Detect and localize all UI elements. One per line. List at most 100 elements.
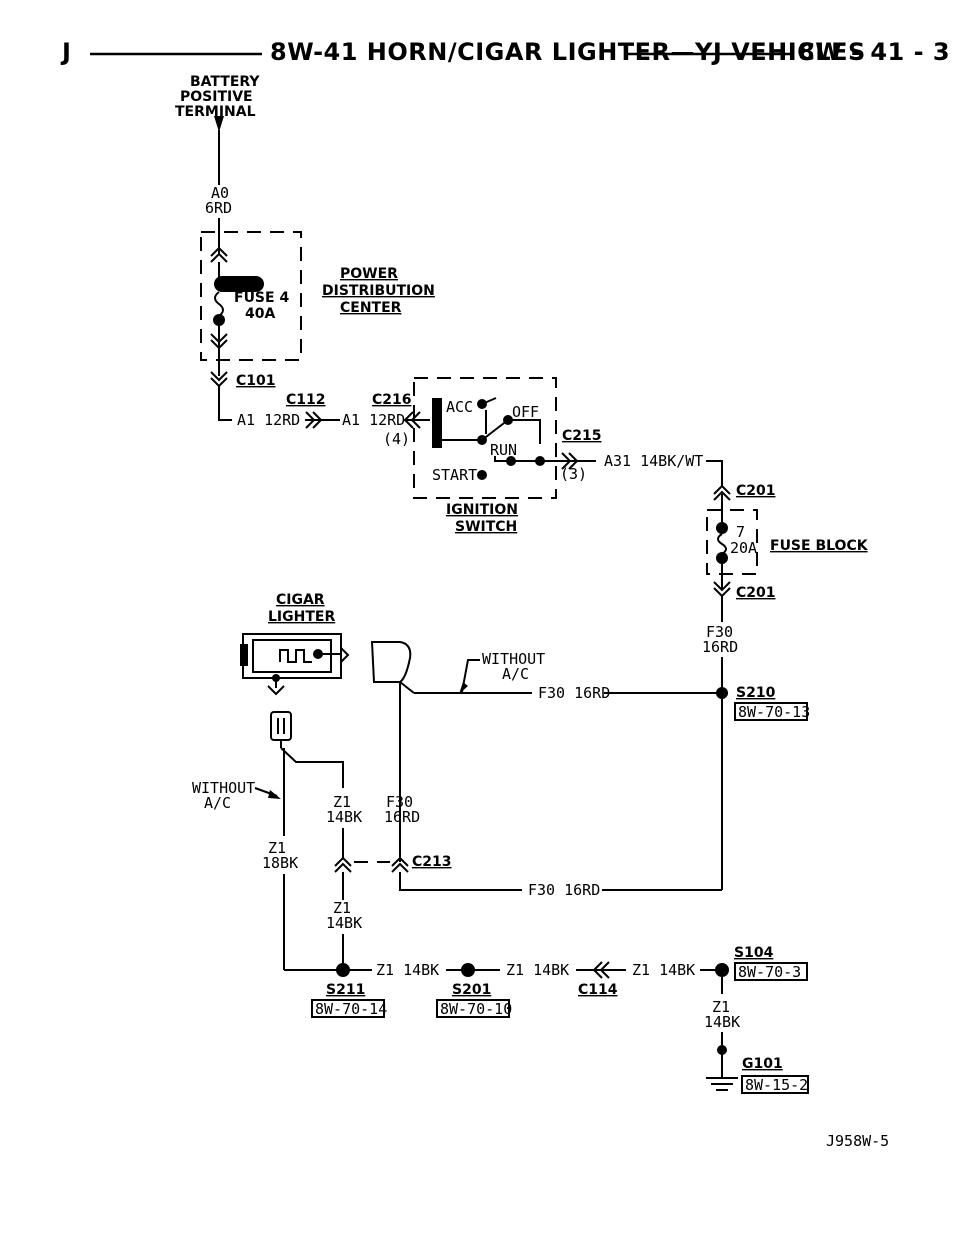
g101-reference: 8W-15-2 [745,1076,808,1094]
g101-terminal-icon [717,1045,727,1055]
wire-f30-bottom [399,872,522,891]
wire-f30-mid-label-2: 16RD [384,808,420,826]
c201-top-connector-icon [713,484,731,495]
c213-connector-icon [334,856,352,867]
c216-connector-icon [403,411,414,429]
s104-reference-box [734,962,808,981]
fuse7-terminal-icon [716,522,728,534]
fuse7-rating: 20A [730,539,757,557]
battery-label-3: TERMINAL [175,104,256,120]
wire-f30-mid-label-1: F30 [386,793,413,811]
fuse-body-icon [214,276,264,292]
c201-top-connector-icon [713,490,731,501]
wire-f30-top-label: F30 16RD [538,684,610,702]
c112-label: C112 [286,392,326,408]
connector-chevron-icon [210,246,228,257]
c112-connector-icon [312,411,323,429]
c213-connector-icon [391,856,409,867]
header-page-number: 8W - 41 - 3 [798,38,951,66]
c114-label: C114 [578,982,618,998]
fuse7-label: 7 [736,523,745,541]
wire-f30-bottom-label: F30 16RD [528,881,600,899]
wire-z1-14bk-b-label-1: Z1 [333,899,351,917]
without-ac-top-label-1: WITHOUT [482,650,545,668]
ignition-start-label: START [432,466,477,484]
cigar-lighter-element-icon [279,649,312,663]
ignition-run-terminal-icon [477,435,487,445]
header-rules [90,52,790,56]
c201-top-label: C201 [736,483,776,499]
figure-id: J958W-5 [826,1132,889,1150]
c201-bottom-label: C201 [736,585,776,601]
fuse4-rating: 40A [245,306,275,322]
c215-label: C215 [562,428,602,444]
without-ac-left-label-1: WITHOUT [192,779,255,797]
ignition-linkage [494,456,511,462]
ground-connector-icon [270,711,292,741]
wire-a0-label-2: 6RD [205,199,232,217]
cigar-lighter-body-icon [252,639,332,673]
ground-wire-label-1: Z1 [712,998,730,1016]
c215-connector-icon [568,452,579,470]
c215-connector-icon [561,452,572,470]
ground-bus-label-1: Z1 14BK [376,961,439,979]
cigar-connector-icon [340,647,350,663]
leader-arrow-icon [459,682,468,694]
s201-label: S201 [452,982,491,998]
c213-label: C213 [412,854,452,870]
cigar-ground-connector-icon [267,685,285,696]
s210-reference-box [734,702,808,721]
s201-reference-box [436,999,510,1018]
f30-branch-connector-icon [370,641,412,683]
ignition-switch-arm [481,419,509,441]
pdc-label-2: DISTRIBUTION [322,283,435,299]
wire-a31-label: A31 14BK/WT [604,452,703,470]
wire-z1-18bk-label-2: 18BK [262,854,298,872]
ignition-start-terminal-icon [477,470,487,480]
wire-f30-v-label-2: 16RD [702,638,738,656]
wire-a0-label-1: A0 [211,184,229,202]
fuse-element-icon [214,291,224,317]
ignition-wire [508,419,541,444]
wire-f30-v-label-1: F30 [706,623,733,641]
pdc-label-1: POWER [340,266,398,282]
c101-connector-icon [210,371,228,382]
wire-a1-right-label: A1 12RD [342,411,405,429]
fuse4-label: FUSE 4 [234,290,289,306]
without-ac-top-label-2: A/C [502,665,529,683]
leader-arrow-icon [268,790,281,799]
battery-label-1: BATTERY [190,74,260,90]
c213-connector-icon [334,862,352,873]
ignition-off-label: OFF [512,403,539,421]
ignition-contact-bar-icon [432,398,442,448]
c213-connector-icon [391,862,409,873]
ignition-acc-lever [481,397,497,405]
wire-z1-14bk-a-label-2: 14BK [326,808,362,826]
page-header: J 8W-41 HORN/CIGAR LIGHTER—YJ VEHICLES 8… [0,38,960,78]
ignition-run-label: RUN [490,441,517,459]
pin4-label: (4) [383,430,410,448]
without-ac-top-leader [461,659,480,693]
cigar-ground-terminal-icon [272,674,280,682]
c114-connector-icon [592,961,603,979]
s211-reference-box [311,999,385,1018]
connector-chevron-icon [210,252,228,263]
s211-label: S211 [326,982,365,998]
s104-splice-icon [715,963,729,977]
s210-label: S210 [736,685,776,701]
fuse-block-dashed-box [706,509,758,575]
pdc-dashed-box [200,231,302,361]
c201-bottom-connector-icon [713,581,731,592]
cigar-label-2: LIGHTER [268,609,335,625]
c112-connector-icon [305,411,316,429]
cigar-label-1: CIGAR [276,592,325,608]
wire-a1-left-label: A1 12RD [237,411,300,429]
s104-reference: 8W-70-3 [738,963,801,981]
c216-label: C216 [372,392,412,408]
pin3-label: (3) [560,465,587,483]
battery-label-2: POSITIVE [180,89,253,105]
s104-label: S104 [734,945,774,961]
g101-label: G101 [742,1056,783,1072]
wire-a31 [706,460,723,486]
